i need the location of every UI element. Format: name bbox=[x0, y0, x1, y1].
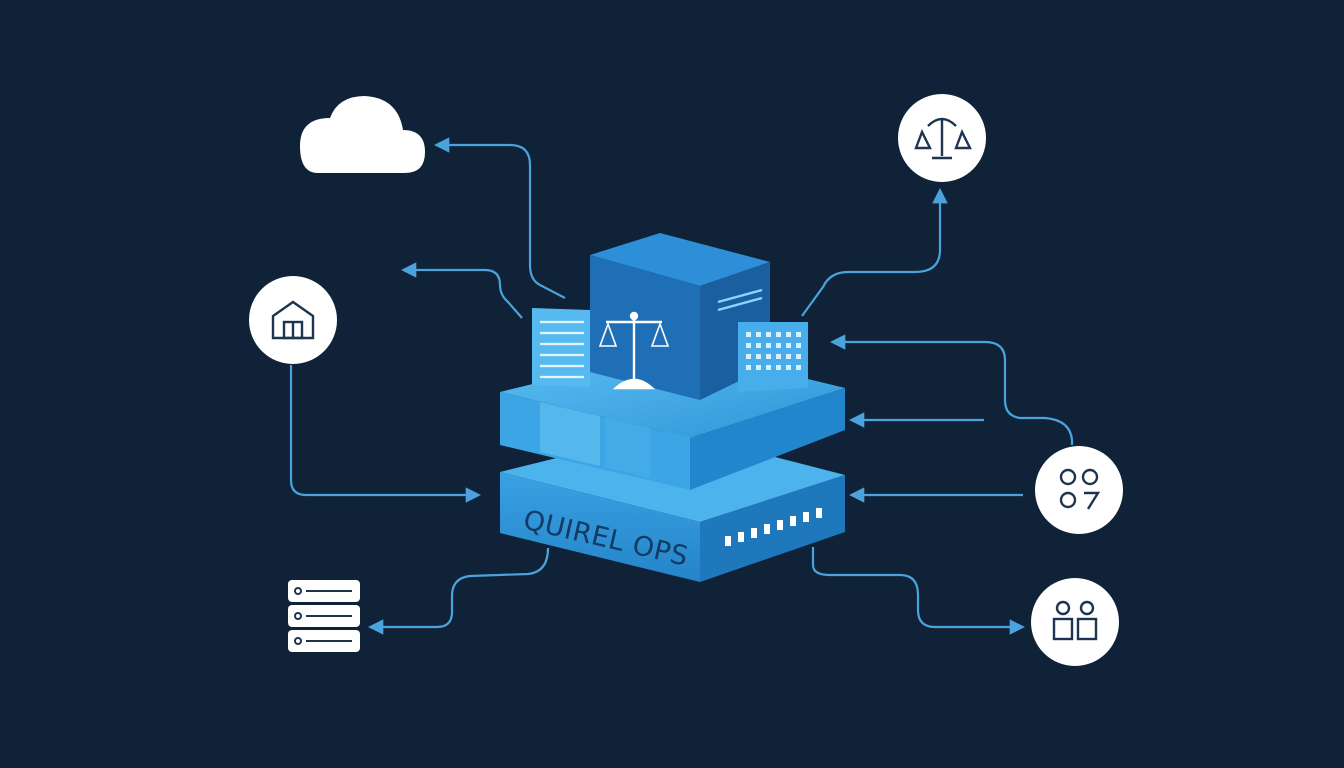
justice-node bbox=[898, 94, 986, 182]
connector-left-upper bbox=[400, 262, 523, 319]
server-stack-icon bbox=[288, 580, 360, 652]
tower-vents bbox=[717, 288, 763, 312]
connectors bbox=[289, 137, 1074, 635]
hub-led-strip bbox=[725, 508, 822, 546]
connector-right-upper bbox=[829, 334, 1074, 445]
people-node bbox=[1035, 446, 1123, 534]
upper-slab-notch-2 bbox=[605, 417, 650, 478]
right-building-windows bbox=[746, 332, 801, 370]
left-building bbox=[532, 308, 590, 387]
team-node bbox=[1031, 578, 1119, 666]
right-building bbox=[738, 322, 808, 392]
lower-slab-right bbox=[700, 475, 845, 582]
hub-platform: QUIREL OPS bbox=[500, 233, 845, 582]
team-icon bbox=[1052, 600, 1098, 641]
hub-scales-icon bbox=[598, 311, 670, 390]
tower-top bbox=[590, 233, 770, 286]
connector-cloud bbox=[433, 137, 566, 299]
home-node bbox=[249, 276, 337, 364]
connector-team bbox=[811, 547, 1026, 635]
connector-justice bbox=[801, 187, 948, 317]
house-icon bbox=[271, 300, 315, 340]
upper-slab-notch bbox=[540, 402, 600, 466]
scales-icon bbox=[914, 117, 972, 160]
upper-slab-right bbox=[690, 388, 845, 490]
connector-home bbox=[289, 365, 482, 503]
lower-slab-front bbox=[500, 472, 700, 582]
tower-front bbox=[590, 255, 700, 400]
connector-servers bbox=[367, 547, 550, 635]
left-building-stripes bbox=[540, 320, 584, 379]
cloud-icon bbox=[300, 96, 425, 173]
people-icon bbox=[1059, 468, 1101, 510]
